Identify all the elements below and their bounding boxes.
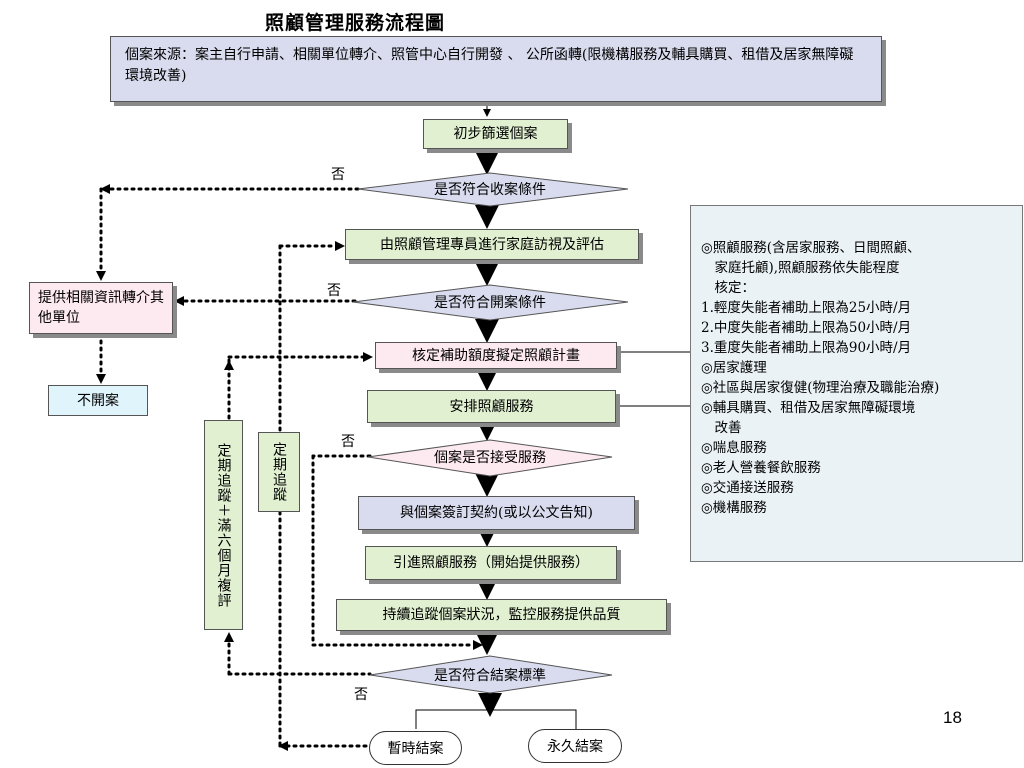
followup-short-box: 定期追蹤 <box>258 432 300 512</box>
note-line: 改善 <box>701 420 742 436</box>
decision-close-label: 是否符合結案標準 <box>434 668 546 684</box>
note-line: ◎社區與居家復健(物理治療及職能治療) <box>701 380 940 396</box>
step-contract: 與個案簽訂契約(或以公文告知) <box>358 496 635 530</box>
step-start-service: 引進照顧服務（開始提供服務） <box>365 546 617 580</box>
note-line: ◎居家護理 <box>701 360 767 376</box>
diamond-intake <box>357 172 629 207</box>
note-line: 家庭托顧),照顧服務依失能程度 <box>701 260 900 276</box>
diamond-open <box>352 284 629 321</box>
note-line: ◎照顧服務(含居家服務、日間照顧、 <box>701 240 921 256</box>
arrowhead-referral-in <box>96 271 106 281</box>
step-home-visit: 由照顧管理專員進行家庭訪視及評估 <box>345 229 639 260</box>
diamond-accept <box>367 439 613 477</box>
note-line: 3.重度失能者補助上限為90小時/月 <box>701 340 912 356</box>
page-title: 照顧管理服務流程圖 <box>265 12 446 34</box>
note-line: ◎老人營養餐飲服務 <box>701 460 821 476</box>
source-box: 個案來源：案主自行申請、相關單位轉介、照管中心自行開發 、 公所函轉(限機構服務… <box>110 36 882 102</box>
decision-intake-label: 是否符合收案條件 <box>434 182 546 198</box>
step-monitor: 持續追蹤個案狀況，監控服務提供品質 <box>336 599 667 631</box>
arrowhead-accept-no <box>473 640 483 650</box>
note-line: 核定： <box>701 280 755 296</box>
note-line: 1.輕度失能者補助上限為25小時/月 <box>701 300 912 316</box>
followup-long-box: 定期追蹤＋滿六個月複評 <box>204 420 243 630</box>
arrowhead-visit-return <box>335 241 345 251</box>
step-arrange: 安排照顧服務 <box>367 390 616 423</box>
not-open-box: 不開案 <box>48 385 148 416</box>
note-line: ◎喘息服務 <box>701 440 767 456</box>
referral-box: 提供相關資訊轉介其他單位 <box>29 282 173 334</box>
page-number: 18 <box>943 708 962 727</box>
arrowhead-notopen <box>96 374 106 384</box>
step-initial-screening: 初步篩選個案 <box>423 119 568 149</box>
arrowhead-open-no <box>174 296 184 306</box>
arrowhead-plan-return <box>363 352 373 362</box>
note-line: ◎輔具購買、租借及居家無障礙環境 <box>701 400 916 416</box>
label-no-intake: 否 <box>331 167 345 183</box>
decision-accept-label: 個案是否接受服務 <box>434 450 546 466</box>
arrowhead-intake-no <box>100 184 110 194</box>
decision-open-label: 是否符合開案條件 <box>434 295 546 311</box>
service-notes-panel: ◎照顧服務(含居家服務、日間照顧、 家庭托顧),照顧服務依失能程度 核定： 1.… <box>690 205 1023 562</box>
note-line: ◎交通接送服務 <box>701 480 794 496</box>
arrowhead-temp-end-left <box>278 741 288 751</box>
note-line: ◎機構服務 <box>701 500 767 516</box>
end-bracket <box>415 709 577 729</box>
diamond-close <box>369 655 613 694</box>
label-no-close: 否 <box>354 687 368 703</box>
arrowhead-long-up <box>224 360 234 370</box>
note-line: 2.中度失能者補助上限為50小時/月 <box>701 320 912 336</box>
arrowhead-close-no-up <box>224 632 234 642</box>
label-no-accept: 否 <box>341 434 355 450</box>
end-permanent: 永久結案 <box>528 729 622 763</box>
step-plan: 核定補助額度擬定照顧計畫 <box>375 342 617 369</box>
end-temporary: 暫時結案 <box>369 731 462 765</box>
label-no-open: 否 <box>327 283 341 299</box>
